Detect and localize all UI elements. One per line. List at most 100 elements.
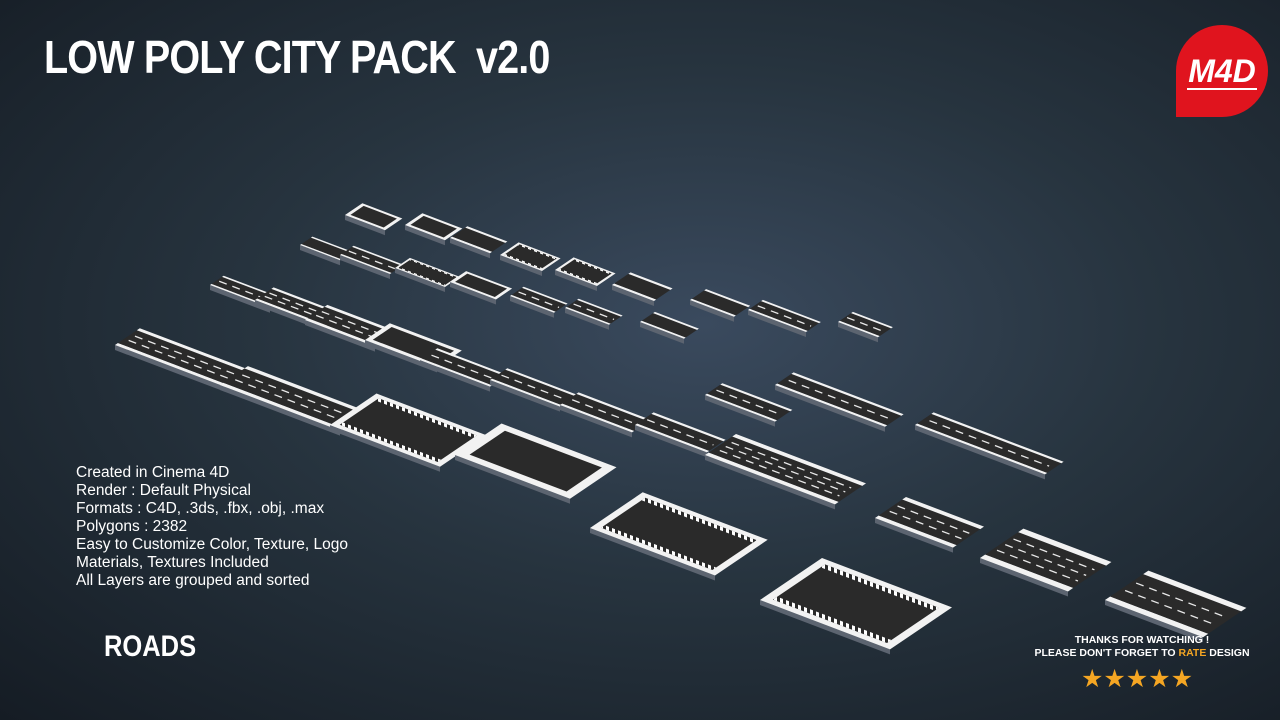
tile-curb [635, 423, 710, 453]
zebra-crossing [518, 244, 557, 260]
tile-asphalt [452, 227, 506, 252]
tile-curb [435, 348, 508, 377]
lane-marking [719, 449, 840, 497]
zebra-crossing [375, 398, 477, 438]
lane-marking [128, 339, 231, 380]
tile-edge [915, 425, 1045, 480]
tile-curb [690, 298, 736, 317]
tile-curb [522, 286, 568, 305]
tile-curb [510, 294, 556, 313]
tile-edge [690, 300, 734, 322]
tile-asphalt [398, 259, 457, 286]
tile-curb [1018, 528, 1112, 566]
tile-curb [1143, 570, 1247, 612]
tile-curb [651, 412, 726, 442]
tile-curb [653, 311, 699, 330]
tile-curb [450, 236, 493, 254]
tile-edge [555, 270, 597, 291]
tile-curb [352, 245, 404, 266]
tile-curb [420, 358, 493, 387]
lane-marking [1004, 544, 1087, 577]
tile-curb [1105, 596, 1209, 638]
tile-curb [560, 403, 635, 433]
tile-edge [455, 455, 570, 504]
tile-curb [851, 311, 893, 329]
tile-asphalt [117, 330, 247, 385]
tile-curb [576, 392, 651, 422]
tile-curb [244, 366, 368, 414]
tile-curb [324, 304, 398, 334]
tile-curb [300, 243, 342, 261]
info-line: Materials, Textures Included [76, 554, 269, 571]
tile-curb [791, 372, 904, 416]
tile-asphalt [601, 497, 757, 571]
lane-marking [788, 379, 891, 420]
lane-marking [573, 303, 615, 321]
lane-marking [846, 316, 885, 333]
thanks-line: THANKS FOR WATCHING ! [1074, 634, 1210, 646]
tile-edge [590, 528, 715, 581]
tile-curb [705, 393, 778, 422]
tile-edge [705, 455, 835, 510]
lane-marking [1135, 582, 1227, 618]
tile-edge [115, 345, 225, 392]
rate-reminder: PLEASE DON'T FORGET TO RATE DESIGN [1020, 647, 1264, 660]
lane-marking [234, 379, 346, 423]
tile-asphalt [301, 237, 351, 260]
tile-curb [577, 298, 623, 317]
zebra-crossing [398, 267, 446, 286]
tile-edge [565, 308, 609, 330]
tile-edge [365, 340, 437, 373]
tile-edge [450, 282, 496, 305]
zebra-crossing [573, 259, 612, 275]
tile-asphalt [1110, 574, 1242, 634]
tile-asphalt [772, 564, 940, 643]
tile-edge [980, 558, 1068, 597]
tile-edge [450, 238, 490, 259]
tile-curb [931, 412, 1064, 464]
info-line: Easy to Customize Color, Texture, Logo [76, 536, 348, 553]
lane-marking [134, 335, 237, 376]
zebra-crossing [601, 525, 717, 571]
tile-curb [732, 434, 866, 486]
tile-curb [748, 308, 808, 333]
rating-stars: ★★★★★ [1080, 664, 1194, 693]
tile-edge [838, 322, 878, 343]
lane-marking [716, 389, 782, 416]
brand-logo: M4D [1175, 24, 1269, 118]
tile-edge [500, 255, 542, 276]
lane-marking [996, 549, 1079, 582]
tile-edge [875, 518, 953, 553]
zebra-crossing [503, 254, 543, 270]
tile-curb [705, 452, 839, 505]
tile-curb [640, 320, 686, 339]
rate-highlight: RATE [1178, 647, 1207, 659]
lane-marking [731, 441, 852, 489]
lane-marking [929, 420, 1050, 467]
tile-asphalt [455, 273, 508, 297]
tile-edge [635, 425, 707, 458]
section-label: ROADS [104, 630, 197, 663]
tile-curb [465, 226, 508, 243]
tile-edge [640, 322, 684, 344]
tile-edge [1105, 600, 1203, 643]
tile-curb [838, 320, 880, 338]
tile-curb [628, 272, 673, 290]
tile-curb [340, 253, 392, 274]
zebra-crossing [641, 497, 757, 543]
tile-edge [420, 360, 490, 392]
info-line: Formats : C4D, .3ds, .fbx, .obj, .max [76, 500, 325, 517]
tile-curb [775, 383, 888, 427]
tile-curb [720, 383, 793, 412]
tile-edge [345, 215, 385, 236]
info-line: Render : Default Physical [76, 482, 251, 499]
info-line: All Layers are grouped and sorted [76, 572, 310, 589]
tile-edge [305, 320, 375, 352]
zebra-crossing [772, 596, 892, 643]
rate-prefix: PLEASE DON'T FORGET TO [1034, 647, 1176, 659]
lane-marking [757, 305, 812, 327]
tile-asphalt [614, 273, 671, 300]
m4d-logo-icon: M4D [1176, 25, 1268, 117]
tile-edge [395, 268, 445, 292]
zebra-crossing [409, 259, 457, 278]
